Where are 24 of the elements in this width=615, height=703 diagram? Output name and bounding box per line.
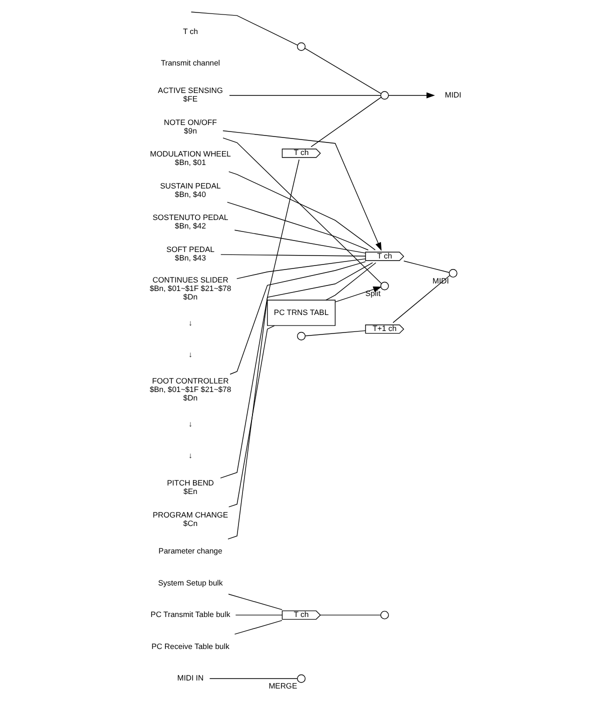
- node-label: Split: [364, 289, 380, 298]
- node-text: FOOT CONTROLLER $Bn, $01~$1F $21~$78 $Dn: [149, 376, 231, 402]
- node-text: SOSTENUTO PEDAL $Bn, $42: [152, 213, 228, 231]
- label: T ch: [182, 26, 198, 36]
- label: ↓: [188, 419, 192, 428]
- node-text: MIDI IN: [176, 674, 204, 683]
- node-label: MERGE: [268, 682, 297, 691]
- label: Transmit channel: [160, 58, 220, 68]
- node-text: PC Transmit Table bulk: [150, 610, 230, 620]
- node-text: SOFT PEDAL $Bn, $43: [166, 244, 214, 262]
- node-text: System Setup bulk: [158, 578, 222, 588]
- node-text: ACTIVE SENSING $FE: [157, 86, 222, 104]
- node-text: MODULATION WHEEL $Bn, $01: [150, 150, 230, 168]
- node-text: NOTE ON/OFF $9n: [163, 118, 216, 136]
- label: ↓: [188, 451, 192, 460]
- node-text: PITCH BEND $En: [166, 478, 214, 496]
- node-text: PC Receive Table bulk: [151, 642, 229, 651]
- label: ↓: [188, 318, 192, 328]
- node-text: MIDI: [444, 90, 461, 100]
- node-text: CONTINUES SLIDER $Bn, $01~$1F $21~$78 $Dn: [149, 275, 231, 302]
- label: ↓: [188, 350, 192, 360]
- node-text: SUSTAIN PEDAL $Bn, $40: [160, 181, 220, 199]
- node-text: Parameter change: [158, 546, 222, 556]
- node-text: PROGRAM CHANGE $Cn: [152, 510, 228, 528]
